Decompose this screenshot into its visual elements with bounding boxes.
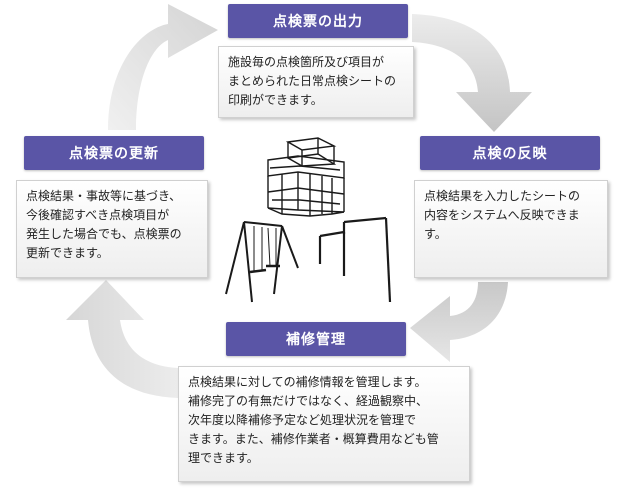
swing-icon: [225, 221, 299, 303]
reflect-title: 点検の反映: [420, 136, 600, 170]
arrow-update-to-output: [108, 4, 218, 130]
output-description: 施設毎の点検箇所及び項目が まとめられた日常点検シートの 印刷ができます。: [228, 55, 397, 107]
reflect-description: 点検結果を入力したシートの 内容をシステムへ反映できま す。: [424, 189, 581, 241]
arrow-repair-to-update: [66, 280, 178, 398]
horizontal-bar-icon: [318, 216, 392, 303]
output-description-box: 施設毎の点検箇所及び項目が まとめられた日常点検シートの 印刷ができます。: [218, 46, 414, 118]
update-description-box: 点検結果・事故等に基づき、 今後確認すべき点検項目が 発生した場合でも、点検票の…: [16, 180, 208, 278]
output-title: 点検票の出力: [228, 4, 408, 38]
update-title: 点検票の更新: [24, 136, 204, 170]
repair-description-box: 点検結果に対しての補修情報を管理します。 補修完了の有無だけではなく、経過観察中…: [178, 366, 470, 482]
arrow-reflect-to-repair: [410, 282, 508, 362]
update-description: 点検結果・事故等に基づき、 今後確認すべき点検項目が 発生した場合でも、点検票の…: [26, 189, 182, 260]
repair-title: 補修管理: [226, 322, 406, 356]
repair-description: 点検結果に対しての補修情報を管理します。 補修完了の有無だけではなく、経過観察中…: [188, 375, 439, 465]
arrow-output-to-reflect: [412, 14, 532, 132]
jungle-gym-icon: [267, 137, 345, 217]
reflect-description-box: 点検結果を入力したシートの 内容をシステムへ反映できま す。: [414, 180, 608, 278]
